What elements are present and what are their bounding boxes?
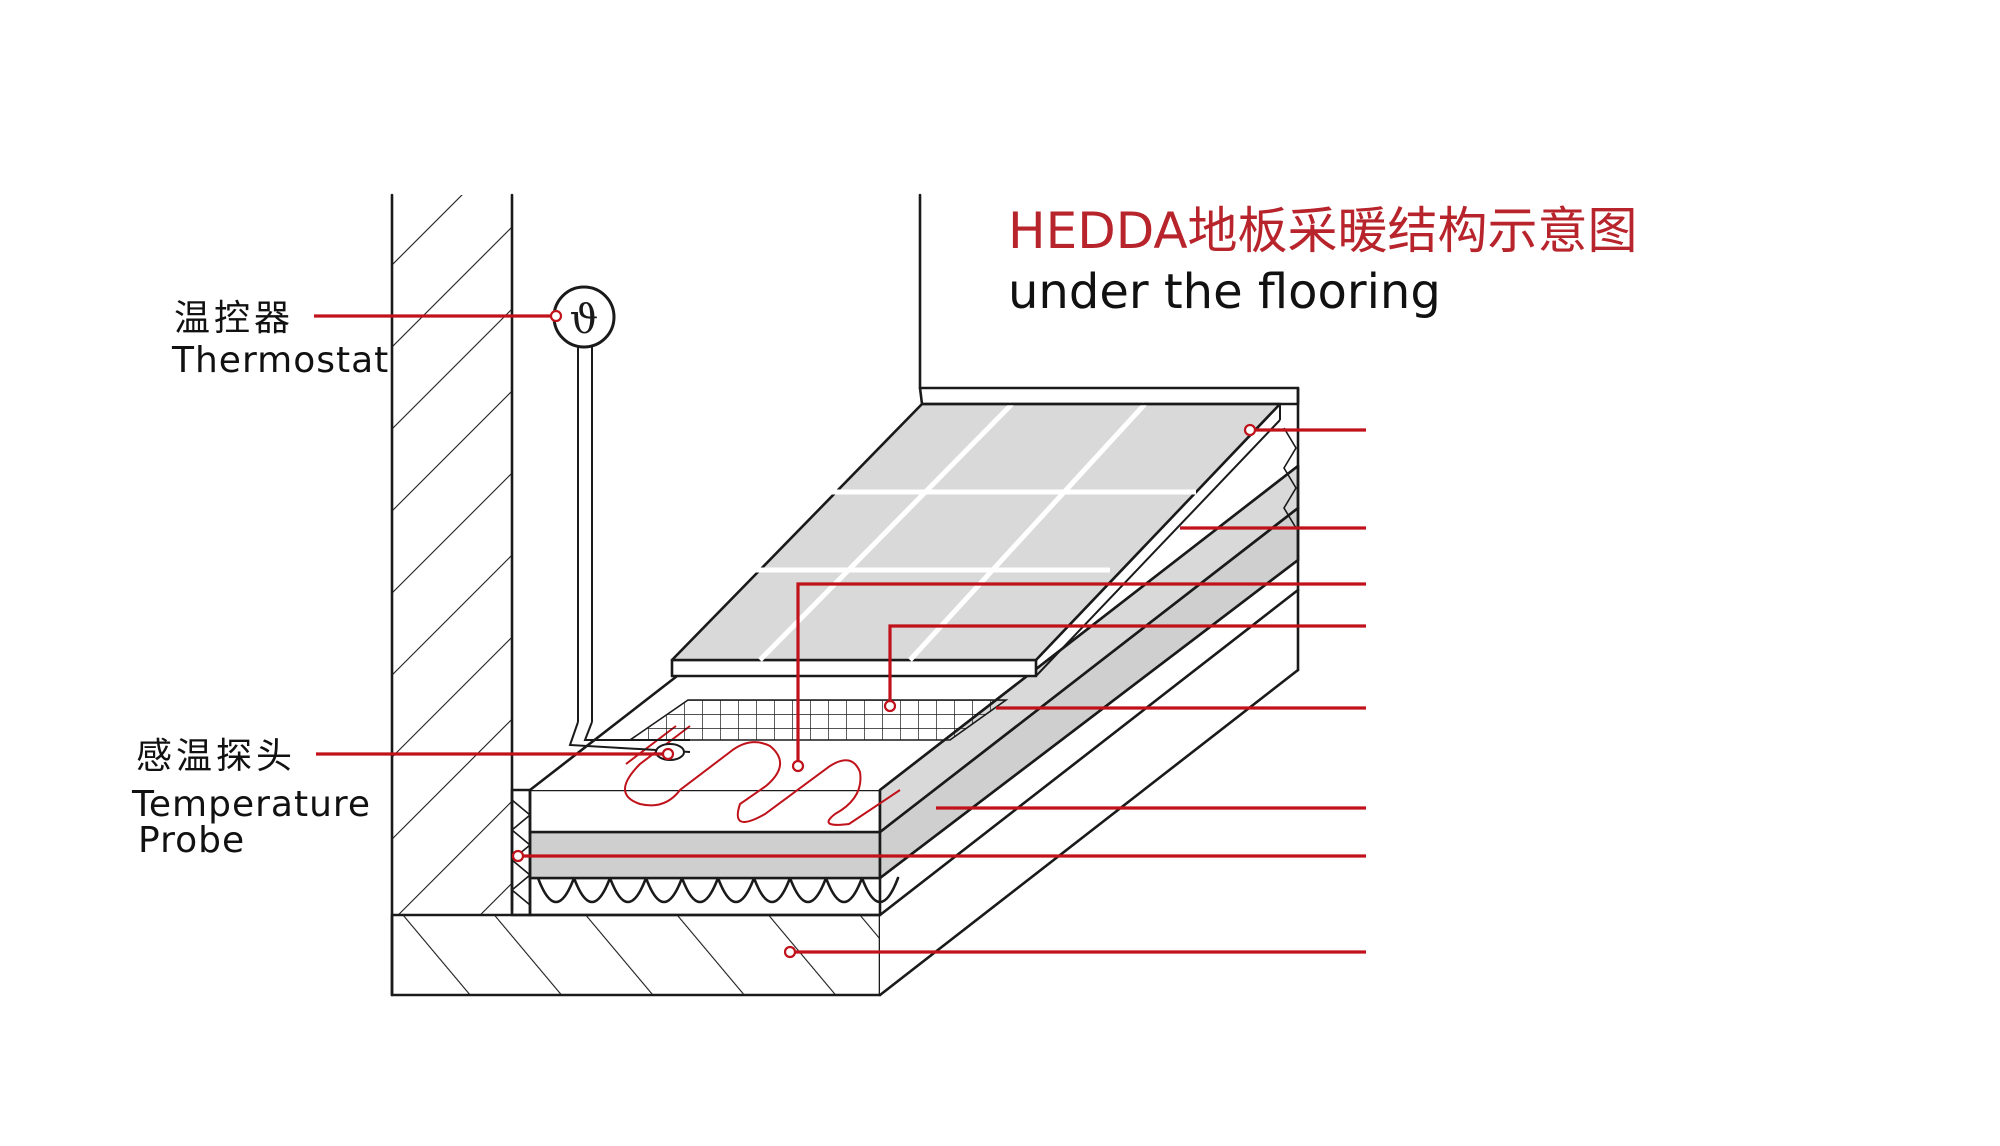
leader-lines [314, 309, 1366, 959]
probe-label-cn: 感温探头 [136, 736, 296, 777]
concrete-base [390, 588, 1300, 997]
tile-layer [670, 386, 1300, 678]
thermostat-label-cn: 温控器 [174, 298, 294, 339]
probe-label-en-2: Probe [138, 820, 245, 861]
probe-label-en-1: Temperature [131, 784, 371, 825]
thermostat-symbol: ϑ [570, 297, 599, 343]
diagram-subtitle: under the flooring [1008, 264, 1441, 320]
expansion-strip-right [1283, 427, 1297, 529]
wire-mesh [627, 699, 1009, 741]
diagram-title: HEDDA地板采暖结构示意图 [1008, 202, 1638, 260]
thermostat-label-en: Thermostat [171, 340, 389, 381]
thermostat-icon: ϑ [552, 285, 691, 753]
